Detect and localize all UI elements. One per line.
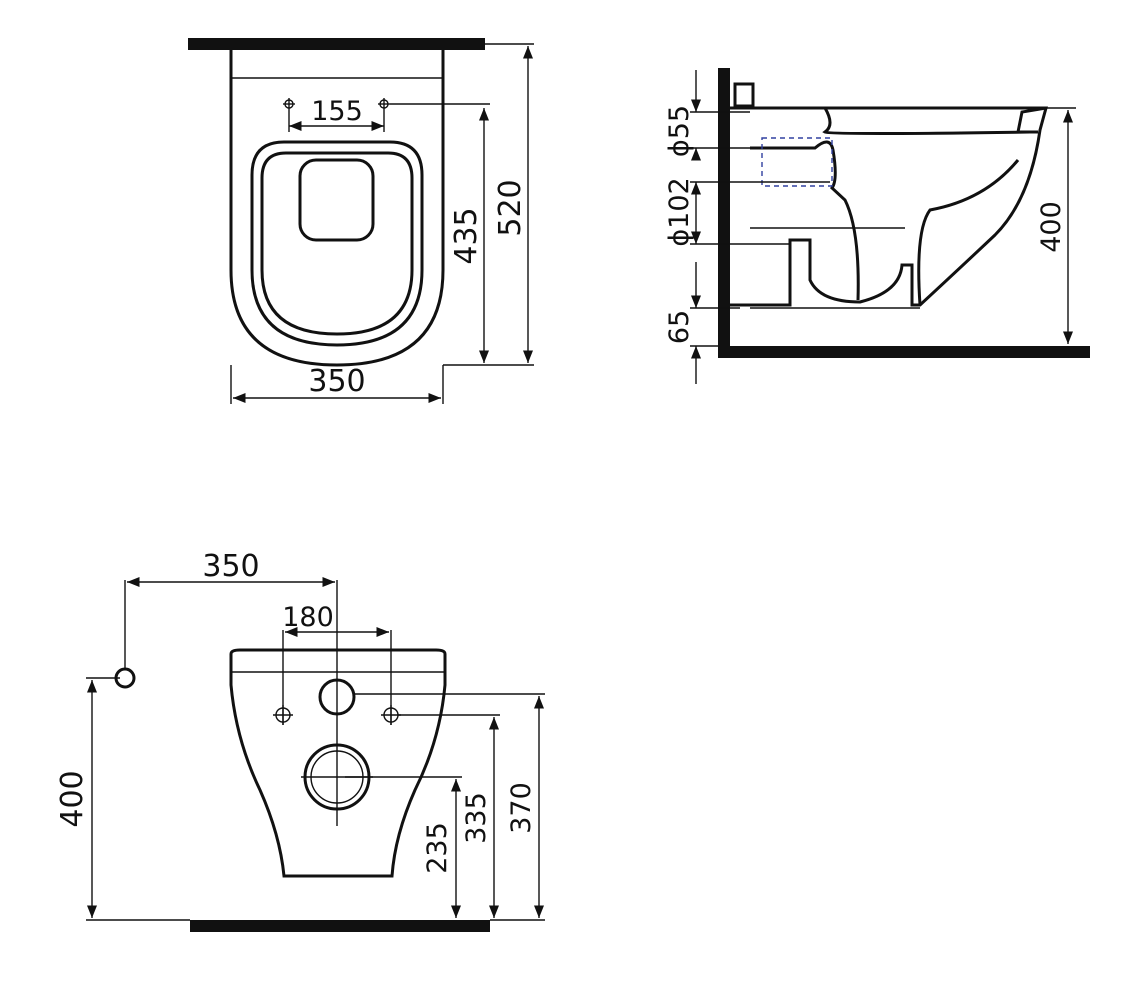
fixing-hole-right bbox=[378, 98, 390, 110]
width-label: 350 bbox=[308, 364, 365, 399]
seat-outline bbox=[250, 140, 424, 347]
wall-side bbox=[718, 68, 730, 358]
bolt-height-label: 335 bbox=[461, 792, 492, 844]
inlet-socket bbox=[733, 82, 755, 108]
side-view: ϕ55 ϕ102 65 400 bbox=[664, 68, 1090, 384]
wall-top bbox=[188, 38, 485, 50]
floor-front bbox=[190, 920, 490, 932]
trap-inner bbox=[750, 140, 860, 301]
outlet-offset-label: 65 bbox=[664, 310, 695, 344]
top-view: 155 435 520 350 bbox=[188, 38, 534, 404]
inlet-height-label: 370 bbox=[506, 782, 537, 834]
bolt-spacing-label: 180 bbox=[282, 602, 334, 633]
width-label-front: 350 bbox=[202, 549, 259, 584]
lid-opening bbox=[298, 158, 375, 242]
bowl-outline-front bbox=[229, 648, 447, 878]
height-label-side: 400 bbox=[1036, 201, 1067, 253]
front-view: 350 180 400 235 335 370 bbox=[55, 549, 545, 932]
bowl-outline-top bbox=[229, 50, 445, 367]
floor-side bbox=[718, 346, 1090, 358]
inlet-label: ϕ55 bbox=[664, 105, 695, 157]
fixing-hole-left bbox=[283, 98, 295, 110]
hole-spacing-label: 155 bbox=[311, 96, 363, 127]
inlet-hidden bbox=[761, 137, 833, 187]
bowl-profile bbox=[730, 106, 1048, 307]
outlet-label: ϕ102 bbox=[664, 177, 695, 246]
total-depth-label: 520 bbox=[493, 179, 528, 236]
outlet-height-label: 235 bbox=[422, 822, 453, 874]
seat-depth-label: 435 bbox=[449, 207, 484, 264]
bowl-inner-wall bbox=[822, 107, 1031, 306]
seat-inner bbox=[260, 151, 414, 336]
height-label-front: 400 bbox=[55, 770, 90, 827]
